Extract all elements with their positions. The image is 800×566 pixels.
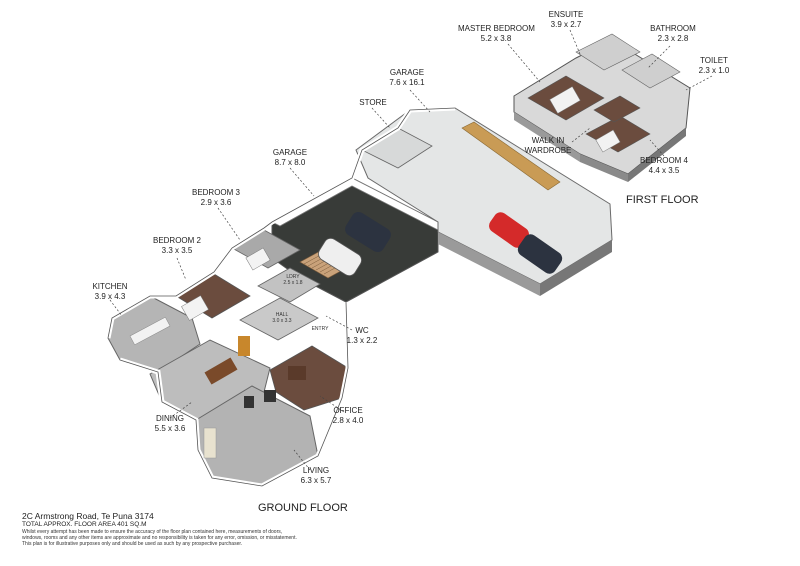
bed-icon — [595, 129, 621, 153]
disclaimer-line-1: Whilst every attempt has been made to en… — [22, 529, 283, 535]
label-leaders — [109, 29, 713, 471]
bed-icon — [181, 295, 209, 321]
room-label-walk-in-wardrobe: WALK IN WARDROBE — [524, 136, 572, 155]
car-icon — [517, 234, 563, 274]
room-label-dining: DINING 5.5 x 3.6 — [154, 414, 186, 433]
armchair-icon — [264, 390, 276, 402]
room-label-living: LIVING 6.3 x 5.7 — [300, 466, 332, 485]
first-floor-structure — [513, 33, 691, 182]
room-label-garage-long: GARAGE 7.6 x 16.1 — [389, 68, 425, 87]
furniture — [129, 247, 306, 459]
room-label-bedroom-2: BEDROOM 2 3.3 x 3.5 — [152, 236, 201, 255]
vehicles — [318, 211, 563, 277]
car-icon — [345, 211, 391, 253]
car-icon — [489, 212, 529, 248]
room-label-toilet: TOILET 2.3 x 1.0 — [698, 56, 730, 75]
ground-floor-title: GROUND FLOOR — [258, 502, 348, 514]
bed-icon — [245, 247, 271, 271]
room-label-bathroom: BATHROOM 2.3 x 2.8 — [650, 24, 696, 43]
room-label-laundry: LDRY 2.5 x 1.8 — [283, 274, 303, 286]
dining-table-icon — [204, 357, 238, 385]
disclaimer-line-3: This plan is for illustrative purposes o… — [22, 541, 243, 547]
desk-icon — [288, 366, 306, 380]
room-label-wc: WC 1.3 x 2.2 — [346, 326, 378, 345]
room-label-garage-double: GARAGE 8.7 x 8.0 — [272, 148, 308, 167]
sofa-icon — [203, 427, 217, 459]
armchair-icon — [244, 396, 254, 408]
ground-floor-structure — [105, 105, 613, 489]
floor-area: TOTAL APPROX. FLOOR AREA 401 SQ.M — [22, 521, 147, 528]
car-icon — [318, 237, 362, 277]
cabinet-icon — [238, 336, 250, 356]
room-label-office: OFFICE 2.8 x 4.0 — [332, 406, 364, 425]
first-floor-title: FIRST FLOOR — [626, 194, 699, 206]
room-label-hall: HALL 3.0 x 3.3 — [272, 312, 292, 324]
disclaimer-line-2: windows, rooms and any other items are a… — [22, 535, 297, 541]
room-label-bedroom-4: BEDROOM 4 4.4 x 3.5 — [640, 156, 689, 175]
room-label-master-bedroom: MASTER BEDROOM 5.2 x 3.8 — [458, 24, 535, 43]
room-label-bedroom-3: BEDROOM 3 2.9 x 3.6 — [191, 188, 240, 207]
room-label-ensuite: ENSUITE 3.9 x 2.7 — [548, 10, 584, 29]
footer-info: 2C Armstrong Road, Te Puna 3174 TOTAL AP… — [22, 511, 542, 547]
room-label-entry: ENTRY — [311, 326, 329, 332]
property-address: 2C Armstrong Road, Te Puna 3174 — [22, 511, 154, 521]
room-label-kitchen: KITCHEN 3.9 x 4.3 — [92, 282, 128, 301]
kitchen-bench-icon — [129, 316, 171, 346]
bed-icon — [549, 86, 581, 114]
room-label-store: STORE — [359, 98, 387, 107]
